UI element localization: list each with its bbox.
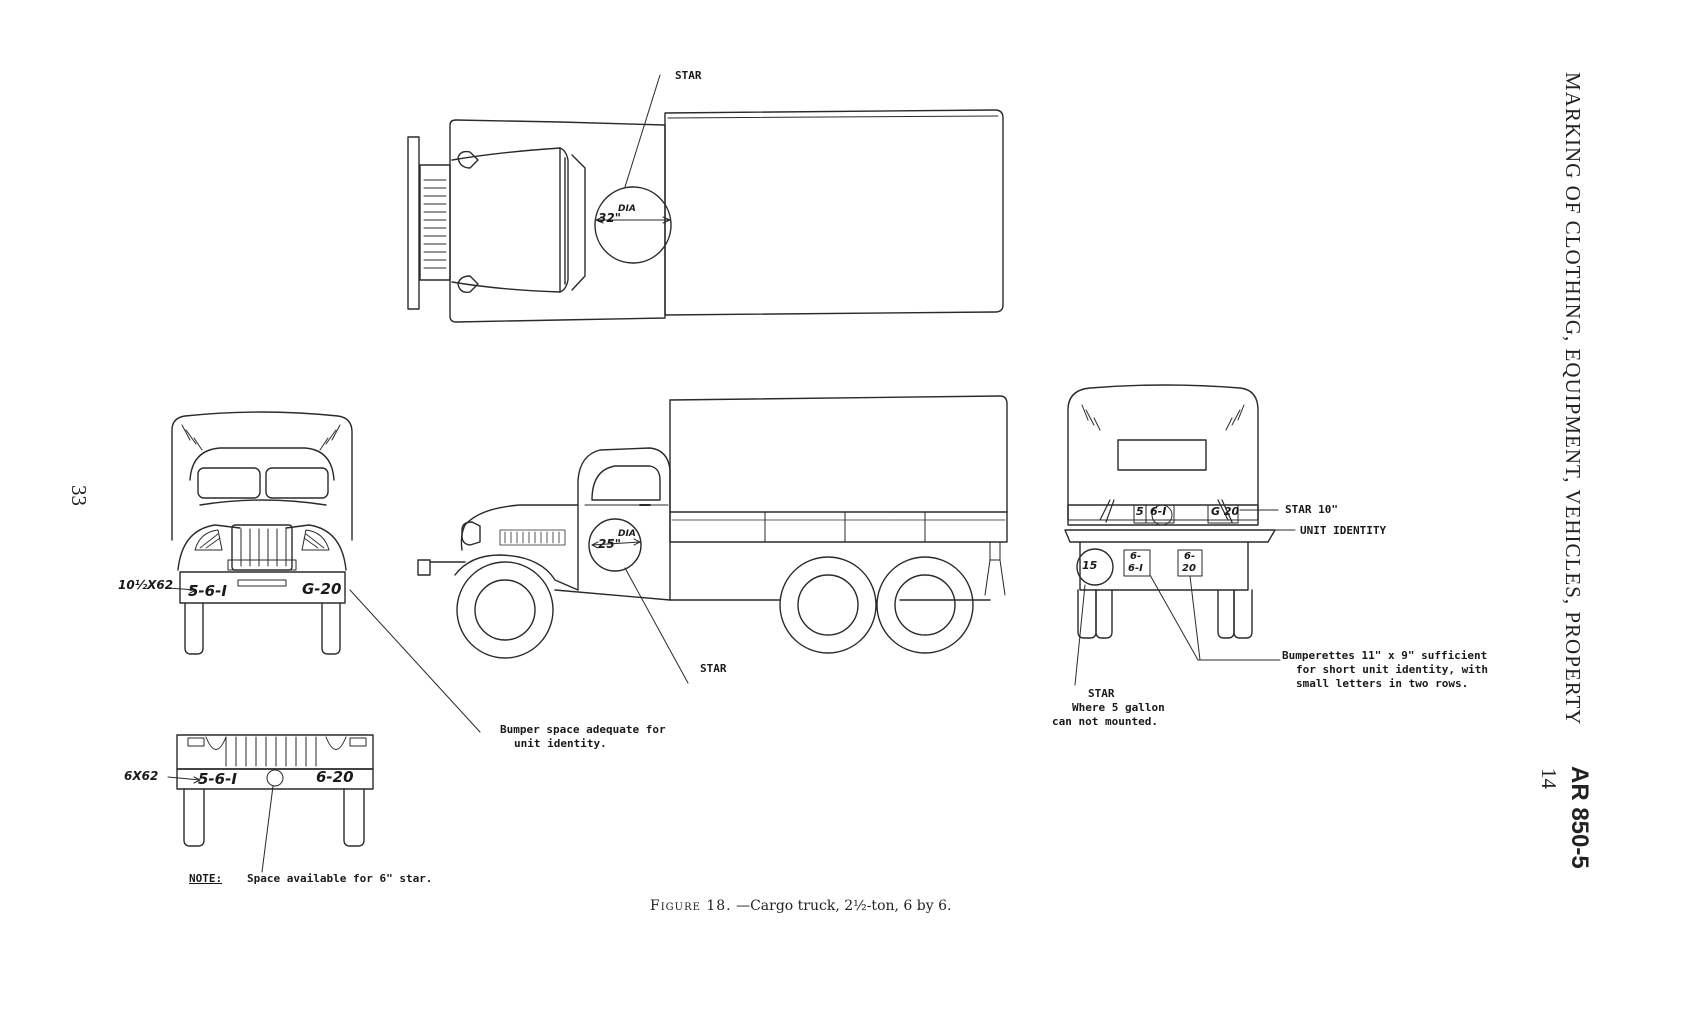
- rear-bumperette-left-1: 6-: [1130, 551, 1142, 562]
- side-star-label: STAR: [700, 662, 727, 675]
- bumperette-note-line-1: Bumperettes 11" x 9" sufficient: [1282, 649, 1488, 662]
- note-label: NOTE:: [189, 872, 223, 885]
- figure-caption-text: —Cargo truck, 2½-ton, 6 by 6.: [736, 898, 952, 914]
- small-right-marking: 6-20: [316, 768, 354, 786]
- side-star-diameter: 25": [598, 537, 621, 551]
- document-reference: AR 850-5: [1566, 766, 1593, 869]
- small-front-view-drawing: [167, 734, 374, 873]
- top-star-diameter: 32": [598, 211, 621, 225]
- rear-star-note-line-2: Where 5 gallon: [1072, 701, 1165, 714]
- small-bumper-size: 6X62: [124, 769, 159, 783]
- page-number: 33: [67, 485, 91, 506]
- top-star-label: STAR: [675, 69, 702, 82]
- note-text: Space available for 6" star.: [247, 872, 433, 885]
- section-title: MARKING OF CLOTHING, EQUIPMENT, VEHICLES…: [1561, 72, 1585, 726]
- rear-star-note-line-1: STAR: [1088, 687, 1115, 700]
- figure-caption: Figure 18. —Cargo truck, 2½-ton, 6 by 6.: [650, 898, 951, 914]
- front-bumper-size: 10½X62: [118, 578, 174, 592]
- rear-bumperette-right-1: 6-: [1184, 551, 1196, 562]
- rear-tail-left: 5: [1136, 505, 1144, 518]
- front-right-marking: G-20: [302, 580, 342, 598]
- rear-star-size-label: STAR 10": [1285, 503, 1338, 516]
- rear-view-drawing: [1064, 384, 1296, 686]
- section-number: 14: [1537, 768, 1561, 789]
- side-view-drawing: [417, 395, 1008, 684]
- small-left-marking: 5-6-I: [198, 770, 237, 788]
- rear-unit-identity-label: UNIT IDENTITY: [1300, 524, 1387, 537]
- bumperette-note-line-2: for short unit identity, with: [1296, 663, 1489, 676]
- front-left-marking: 5-6-I: [188, 582, 227, 600]
- bumper-note-line-1: Bumper space adequate for: [500, 723, 666, 736]
- rear-bumperette-left-2: 6-I: [1128, 563, 1143, 574]
- rear-star-note-line-3: can not mounted.: [1052, 715, 1158, 728]
- front-view-drawing: [167, 411, 481, 733]
- rear-tail-mid: 6-I: [1150, 505, 1167, 518]
- rear-tail-right: G 20: [1211, 505, 1240, 518]
- bumperette-note-line-3: small letters in two rows.: [1296, 677, 1469, 690]
- top-view-drawing: [407, 74, 1004, 323]
- bumper-note-line-2: unit identity.: [514, 737, 607, 750]
- top-star-diameter-unit: DIA: [618, 204, 636, 214]
- rear-bumperette-right-2: 20: [1182, 563, 1196, 574]
- figure-number: Figure 18.: [650, 898, 732, 914]
- side-star-diameter-unit: DIA: [618, 529, 636, 539]
- rear-lower-star-size: 15: [1082, 559, 1098, 572]
